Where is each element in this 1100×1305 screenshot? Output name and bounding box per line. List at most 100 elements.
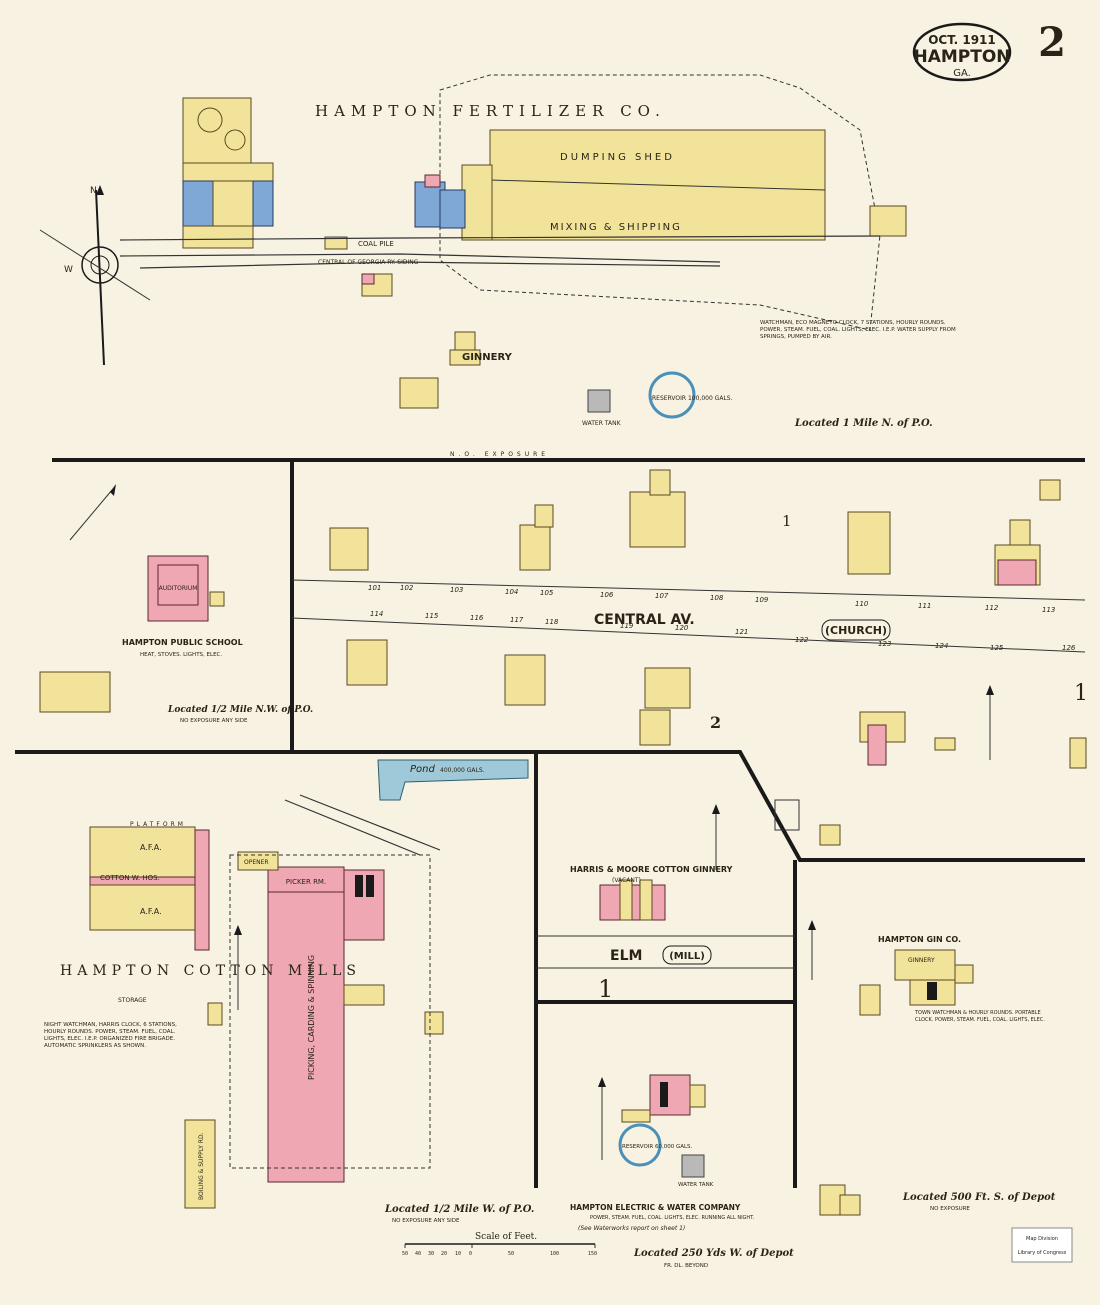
scale-tick: 0 xyxy=(469,1251,472,1257)
reservoir-south xyxy=(618,1123,662,1167)
electric-see-report: (See Waterworks report on sheet 1) xyxy=(578,1225,685,1232)
scale-sub: FR. DL. BEYOND xyxy=(664,1263,708,1269)
hampton-gin-block: HAMPTON GIN CO. GINNERY TOWN WATCHMAN & … xyxy=(808,920,1045,1023)
church-oval xyxy=(821,619,891,641)
stamp-line-1: Map Division xyxy=(1026,1236,1058,1242)
compass-west: W xyxy=(64,265,73,275)
water-tank-south-label: WATER TANK xyxy=(678,1182,714,1188)
sheet-number: 2 xyxy=(1038,19,1066,66)
block-number-2: 2 xyxy=(710,713,721,732)
hampton-gin-ginnery: GINNERY xyxy=(908,957,935,964)
lot-number: 123 xyxy=(878,640,891,648)
header-state: GA. xyxy=(953,68,971,79)
compass-north: N xyxy=(90,186,97,196)
depot-located: Located 500 Ft. S. of Depot xyxy=(902,1192,1056,1203)
auditorium-label: AUDITORIUM xyxy=(159,585,198,592)
afa-label-2: A.F.A. xyxy=(140,907,162,916)
opener-label: OPENER xyxy=(244,859,269,866)
lot-number: 111 xyxy=(918,602,931,610)
warehouse-south xyxy=(89,884,196,931)
scale-tick: 30 xyxy=(428,1251,434,1257)
fertilizer-located: Located 1 Mile N. of P.O. xyxy=(794,418,933,429)
scale-tick: 150 xyxy=(588,1251,597,1257)
scale-tick: 40 xyxy=(415,1251,421,1257)
cotton-mills-notes: NIGHT WATCHMAN, HARRIS CLOCK, 6 STATIONS… xyxy=(44,1022,177,1049)
pond-label: Pond xyxy=(410,764,435,775)
main-mill-building xyxy=(267,866,345,1183)
lot-number: 112 xyxy=(985,604,999,612)
mill-label: (MILL) xyxy=(669,951,705,962)
mill-oval xyxy=(662,945,712,965)
lot-number: 110 xyxy=(855,600,869,608)
fertilizer-notes: WATCHMAN, ECO MAGNETO CLOCK, 7 STATIONS,… xyxy=(760,320,956,340)
scale-bar: Scale of Feet. 50 40 30 20 10 0 50 100 1… xyxy=(402,1232,708,1269)
header-oval xyxy=(912,22,1012,82)
depot-exposure: NO EXPOSURE xyxy=(930,1206,970,1212)
stamp-line-2: Library of Congress xyxy=(1018,1250,1067,1256)
lot-number: 101 xyxy=(368,584,381,592)
lot-number: 102 xyxy=(400,584,414,592)
lot-number: 125 xyxy=(990,644,1004,652)
lot-number: 118 xyxy=(545,618,559,626)
lot-number: 109 xyxy=(755,596,769,604)
sheet-header: OCT. 1911 HAMPTON GA. 2 xyxy=(912,19,1066,82)
siding-label: CENTRAL OF GEORGIA RY. SIDING xyxy=(318,259,419,266)
scale-tick: 50 xyxy=(402,1251,408,1257)
lot-number: 108 xyxy=(710,594,724,602)
cotton-warehouse-label: COTTON W. HOS. xyxy=(100,874,160,882)
north-exposure-label: N.O. EXPOSURE xyxy=(450,451,549,458)
scale-tick: 50 xyxy=(508,1251,514,1257)
school-located: Located 1/2 Mile N.W. of P.O. xyxy=(167,705,313,715)
electric-name: HAMPTON ELECTRIC & WATER COMPANY xyxy=(570,1203,741,1212)
cotton-mills-notes-box: NIGHT WATCHMAN, HARRIS CLOCK, 6 STATIONS… xyxy=(44,1022,177,1049)
lot-number: 104 xyxy=(505,588,518,596)
hampton-gin-notes: TOWN WATCHMAN & HOURLY ROUNDS. PORTABLE … xyxy=(915,1010,1045,1023)
harris-moore-name: HARRIS & MOORE COTTON GINNERY xyxy=(570,865,733,874)
hampton-gin-notes-box: TOWN WATCHMAN & HOURLY ROUNDS. PORTABLE … xyxy=(915,1010,1045,1023)
lot-number: 103 xyxy=(450,586,463,594)
electric-water-block: RESERVOIR 60,000 GALS. WATER TANK HAMPTO… xyxy=(570,1074,794,1259)
water-tank-south xyxy=(681,1154,705,1178)
header-town: HAMPTON xyxy=(913,47,1010,67)
coal-pile-label: COAL PILE xyxy=(358,240,394,248)
boiling-label: BOILING & SUPPLY RD. xyxy=(198,1132,205,1200)
water-tank-north xyxy=(587,389,611,413)
library-stamp: Map Division Library of Congress xyxy=(1011,1227,1073,1263)
lot-number: 121 xyxy=(735,628,748,636)
church-label: (CHURCH) xyxy=(825,624,887,637)
elm-label: ELM xyxy=(610,948,642,964)
reservoir-south-label: RESERVOIR 60,000 GALS. xyxy=(622,1144,693,1150)
depot-block: Located 500 Ft. S. of Depot NO EXPOSURE xyxy=(819,685,1056,1216)
cotton-mills-exposure: NO EXPOSURE ANY SIDE xyxy=(392,1218,460,1224)
fertilizer-complex: DUMPING SHED MIXING & SHIPPING HAMPTON F… xyxy=(119,74,956,429)
ginnery-label: GINNERY xyxy=(462,352,513,363)
lot-numbers-south: 114 115 116 117 118 119 120 121 122 123 … xyxy=(370,610,1076,652)
block-number-1-north: 1 xyxy=(782,512,792,530)
electric-located: Located 250 Yds W. of Depot xyxy=(633,1248,794,1259)
school-name: HAMPTON PUBLIC SCHOOL xyxy=(122,638,243,647)
school-detail: HEAT, STOVES. LIGHTS, ELEC. xyxy=(140,652,222,658)
main-building-label: PICKING, CARDING & SPINNING xyxy=(307,955,316,1080)
school-block: AUDITORIUM HAMPTON PUBLIC SCHOOL HEAT, S… xyxy=(39,484,313,724)
cotton-mills-block: PLATFORM A.F.A. A.F.A. COTTON W. HOS. PI… xyxy=(44,794,534,1224)
boiling-supply-building xyxy=(184,1119,216,1209)
water-tank-north-label: WATER TANK xyxy=(582,420,622,427)
platform-label: PLATFORM xyxy=(130,821,186,828)
afa-label-1: A.F.A. xyxy=(140,843,162,852)
reservoir-north xyxy=(648,371,696,419)
reservoir-north-label: RESERVOIR 100,000 GALS. xyxy=(652,395,733,402)
lot-numbers-north: 101 102 103 104 105 106 107 108 109 110 … xyxy=(368,584,1055,614)
scale-tick: 100 xyxy=(550,1251,559,1257)
compass-rose: N W xyxy=(39,185,151,366)
lot-number: 119 xyxy=(620,622,634,630)
picker-room-label: PICKER RM. xyxy=(286,878,326,886)
lot-number: 120 xyxy=(675,624,689,632)
lot-number: 116 xyxy=(470,614,484,622)
harris-moore-status: (VACANT) xyxy=(612,877,641,884)
pond-capacity: 400,000 GALS. xyxy=(440,767,485,774)
pond: Pond 400,000 GALS. xyxy=(377,759,529,801)
central-av-label: CENTRAL AV. xyxy=(594,612,695,628)
harris-moore-block: HARRIS & MOORE COTTON GINNERY (VACANT) xyxy=(570,804,733,921)
